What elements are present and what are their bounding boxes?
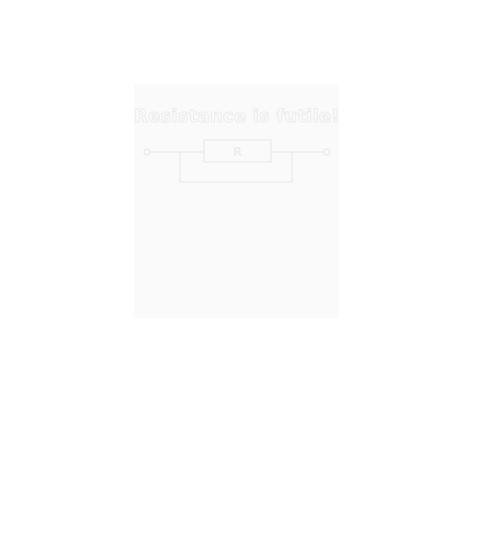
shirt-design: Resistance is futile! R bbox=[134, 84, 341, 318]
bypass-wire bbox=[179, 152, 293, 183]
right-terminal bbox=[323, 148, 331, 156]
resistor-circuit-diagram: R bbox=[143, 139, 331, 183]
resistor-body bbox=[203, 139, 272, 163]
design-title: Resistance is futile! bbox=[134, 106, 341, 128]
left-terminal bbox=[143, 148, 151, 156]
resistor-label: R bbox=[233, 145, 242, 159]
